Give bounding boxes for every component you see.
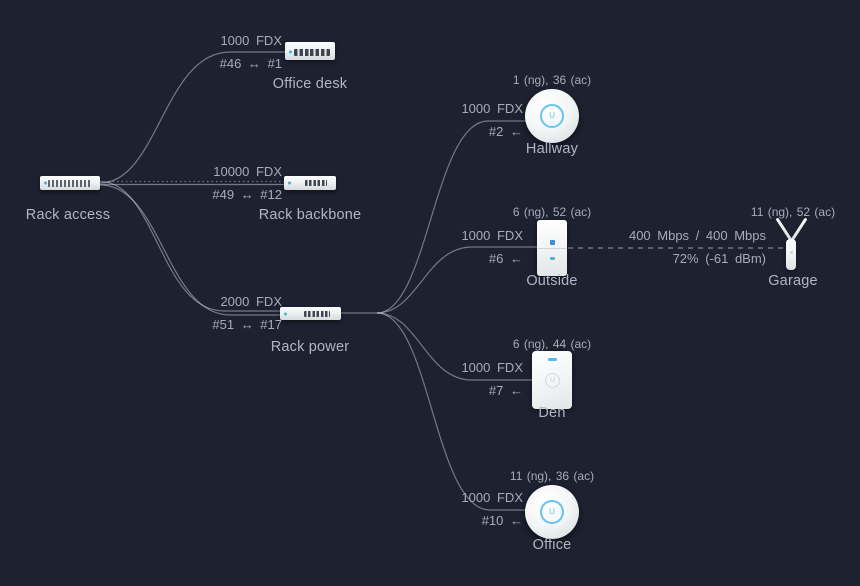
client-count-den: 6 (ng), 44 (ac) bbox=[512, 337, 592, 351]
status-led bbox=[284, 312, 287, 315]
status-led bbox=[789, 251, 793, 254]
link-ports: #7 ← bbox=[488, 383, 523, 398]
device-label-rack-power: Rack power bbox=[270, 339, 350, 355]
client-count-office: 11 (ng), 36 (ac) bbox=[509, 469, 595, 483]
link-speed: 1000 FDX bbox=[220, 33, 282, 48]
client-count-hallway: 1 (ng), 36 (ac) bbox=[512, 73, 592, 87]
status-led bbox=[547, 358, 557, 361]
device-label-hallway: Hallway bbox=[525, 141, 579, 157]
wireless-link-label-garage: 400 Mbps / 400 Mbps 72% (-61 dBm) bbox=[576, 228, 766, 267]
client-count-outside: 6 (ng), 52 (ac) bbox=[512, 205, 592, 219]
device-label-outside: Outside bbox=[526, 273, 578, 289]
link-ports: #6 ← bbox=[488, 251, 523, 266]
link-label-rack-power: 2000 FDX #51 ↔ #17 bbox=[172, 294, 282, 333]
mesh-ap-body bbox=[786, 239, 796, 270]
device-label-garage: Garage bbox=[768, 273, 818, 289]
device-hallway-ap[interactable]: U bbox=[525, 89, 579, 143]
device-rack-power[interactable] bbox=[280, 307, 341, 320]
switch-ports bbox=[48, 180, 92, 187]
device-label-office: Office bbox=[532, 537, 572, 553]
device-garage-ap[interactable] bbox=[771, 212, 811, 274]
status-led bbox=[44, 181, 47, 185]
device-label-office-desk: Office desk bbox=[272, 76, 348, 92]
switch-ports bbox=[294, 49, 330, 56]
device-label-rack-backbone: Rack backbone bbox=[258, 207, 362, 223]
link-speed: 2000 FDX bbox=[220, 294, 282, 309]
device-rack-access[interactable] bbox=[40, 176, 100, 190]
device-office-ap[interactable]: U bbox=[525, 485, 579, 539]
device-rack-backbone[interactable] bbox=[284, 176, 336, 190]
device-label-rack-access: Rack access bbox=[25, 207, 111, 223]
link-label-rack-backbone: 10000 FDX #49 ↔ #12 bbox=[172, 164, 282, 203]
switch-ports bbox=[304, 310, 330, 317]
link-label-office-desk: 1000 FDX #46 ↔ #1 bbox=[172, 33, 282, 72]
unifi-logo-icon: U bbox=[540, 104, 564, 128]
link-speed: 1000 FDX bbox=[461, 360, 523, 375]
link-ports: #49 ↔ #12 bbox=[212, 187, 282, 202]
client-count-garage: 11 (ng), 52 (ac) bbox=[750, 205, 836, 219]
switch-ports bbox=[305, 180, 327, 186]
link-ports: #2 ← bbox=[488, 124, 523, 139]
device-seam bbox=[538, 248, 566, 249]
link-speed: 1000 FDX bbox=[461, 228, 523, 243]
link-label-office: 1000 FDX #10 ← bbox=[413, 490, 523, 529]
status-led bbox=[288, 181, 291, 185]
device-outside-ap[interactable] bbox=[537, 220, 567, 276]
device-office-desk[interactable] bbox=[285, 42, 335, 60]
link-speed: 1000 FDX bbox=[461, 490, 523, 505]
link-label-hallway: 1000 FDX #2 ← bbox=[413, 101, 523, 140]
link-ports: #46 ↔ #1 bbox=[219, 56, 282, 71]
link-ports: #51 ↔ #17 bbox=[212, 317, 282, 332]
link-speed: 1000 FDX bbox=[461, 101, 523, 116]
device-den-ap[interactable]: U bbox=[532, 351, 572, 409]
link-ports: #10 ← bbox=[481, 513, 523, 528]
link-label-outside: 1000 FDX #6 ← bbox=[413, 228, 523, 267]
device-label-den: Den bbox=[538, 405, 566, 421]
link-label-den: 1000 FDX #7 ← bbox=[413, 360, 523, 399]
status-led bbox=[289, 50, 292, 54]
wireless-quality: 72% (-61 dBm) bbox=[672, 251, 766, 266]
unifi-logo-icon bbox=[549, 240, 555, 245]
link-speed: 10000 FDX bbox=[213, 164, 282, 179]
unifi-logo-icon: U bbox=[545, 373, 560, 388]
unifi-logo-icon: U bbox=[540, 500, 564, 524]
status-led bbox=[549, 257, 555, 260]
wireless-rate: 400 Mbps / 400 Mbps bbox=[628, 228, 766, 243]
